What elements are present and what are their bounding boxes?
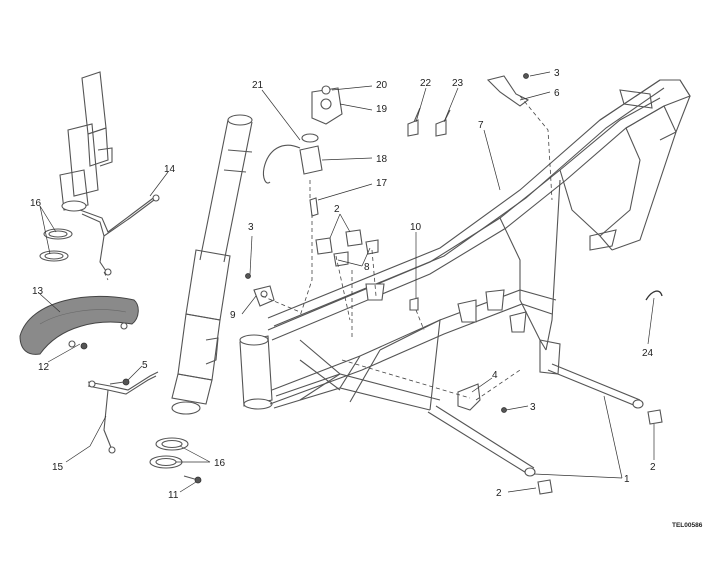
callout-16: 16 [30, 198, 42, 209]
cable-clip-9 [245, 273, 275, 307]
frame-plug-10 [409, 297, 419, 311]
bolts-22-23 [407, 107, 451, 137]
clamp-screw-11 [183, 475, 202, 484]
callout-22: 22 [420, 78, 432, 89]
callout-2-top: 2 [334, 204, 340, 215]
callout-23: 23 [452, 78, 464, 89]
callout-3-top: 3 [554, 68, 560, 79]
callout-4: 4 [492, 370, 498, 381]
callout-19: 19 [376, 104, 388, 115]
bracket-screw-3c [501, 407, 507, 413]
callout-20: 20 [376, 80, 388, 91]
bracket-screw-5 [109, 378, 130, 386]
callout-8: 8 [364, 262, 370, 273]
callout-1: 1 [624, 474, 630, 485]
mudguard-screw [80, 342, 88, 350]
callout-9: 9 [230, 310, 236, 321]
callout-labels: 16 14 13 12 5 15 16 11 9 3 21 20 19 18 1… [30, 68, 656, 501]
callout-2-bottom: 2 [496, 488, 502, 499]
callout-14: 14 [164, 164, 176, 175]
callout-5: 5 [142, 360, 148, 371]
callout-17: 17 [376, 178, 388, 189]
leader-lines [39, 71, 655, 493]
callout-6: 6 [554, 88, 560, 99]
callout-10: 10 [410, 222, 422, 233]
fork-clamps-upper [39, 228, 73, 262]
right-fork-leg [171, 114, 253, 415]
frame-caps [315, 229, 663, 495]
callout-24: 24 [642, 348, 654, 359]
nut-20 [321, 85, 331, 95]
drawing-code: TEL00586 [672, 522, 703, 529]
cable-clip-24 [645, 290, 663, 301]
assembly-lines [103, 95, 553, 401]
lower-hose-bracket [87, 371, 159, 454]
callout-3-left: 3 [248, 222, 254, 233]
callout-18: 18 [376, 154, 388, 165]
callout-21: 21 [252, 80, 264, 91]
brake-hose-bracket [79, 194, 160, 276]
callout-15: 15 [52, 462, 64, 473]
callout-7: 7 [478, 120, 484, 131]
callout-12: 12 [38, 362, 50, 373]
sensor-assembly [262, 85, 343, 217]
frame-bracket-4 [457, 383, 481, 411]
callout-3-bottom: 3 [530, 402, 536, 413]
top-bracket-6 [486, 73, 530, 107]
fork-clamps-lower [149, 437, 189, 469]
frame-body [239, 79, 691, 411]
left-fork-leg [59, 71, 113, 212]
callout-2-right: 2 [650, 462, 656, 473]
callout-16-lower: 16 [214, 458, 226, 469]
front-mudguard [19, 295, 139, 355]
callout-11: 11 [168, 490, 179, 501]
pivot-shafts [427, 363, 644, 477]
callout-13: 13 [32, 286, 44, 297]
